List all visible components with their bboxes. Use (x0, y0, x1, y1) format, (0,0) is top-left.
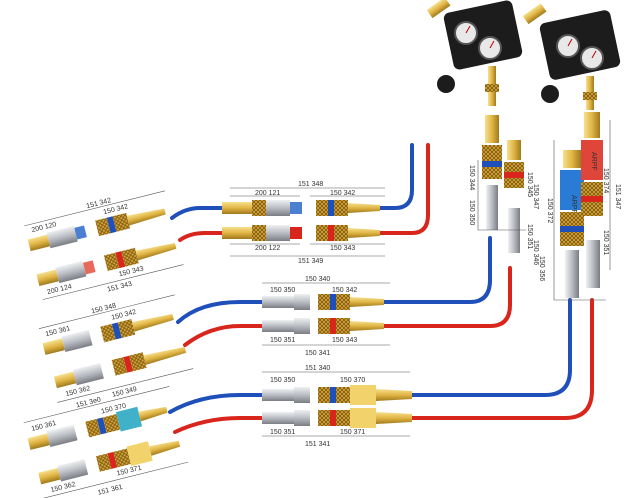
vertical-labels: 150 344 150 345 150 350 150 351 150 347 … (468, 165, 621, 281)
label-v3: 150 350 (468, 200, 475, 225)
oxygen-hose-bottom (410, 298, 572, 397)
fuel-hose-middle (382, 266, 512, 328)
left-group-3: 151 3e0 150 361 150 370 150 362 150 371 … (23, 386, 189, 498)
fuel-hose-top-left (178, 231, 224, 242)
label-150-342-b: 150 342 (332, 287, 357, 294)
label-150-342-d: 150 342 (111, 309, 137, 322)
label-150-342-a: 150 342 (330, 190, 355, 197)
label-151-341: 151 341 (305, 441, 330, 448)
coupling-row-middle: 150 340 150 350 150 342 150 351 150 343 … (262, 276, 390, 357)
label-v11: 151 347 (614, 184, 621, 209)
label-v5: 150 347 (532, 184, 539, 209)
label-150-343-a: 150 343 (330, 245, 355, 252)
fuel-hose-top (378, 143, 430, 235)
arrow-badge-1: ARPF (570, 195, 577, 214)
label-200-124: 200 124 (46, 283, 72, 296)
label-v6: 150 346 (532, 240, 539, 265)
oxygen-hose-bottom-left (168, 393, 264, 414)
label-200-121: 200 121 (255, 190, 280, 197)
oxygen-hose-middle-left (176, 300, 264, 324)
hoses (168, 143, 594, 434)
label-151-340: 151 340 (305, 365, 330, 372)
left-group-1: 151 342 200 120 150 342 200 124 150 343 … (24, 190, 184, 300)
label-150-340: 150 340 (305, 276, 330, 283)
label-151-3e0: 151 3e0 (75, 396, 101, 409)
label-150-371-a: 150 371 (340, 429, 365, 436)
regulator-right (522, 3, 621, 110)
vertical-fittings: ARPF ARPF (477, 112, 611, 301)
oxygen-hose-middle (382, 236, 492, 304)
label-151-349: 151 349 (298, 258, 323, 265)
oxygen-hose-top-left (170, 206, 224, 220)
coupling-row-bottom: 151 340 150 350 150 370 150 351 150 371 … (262, 365, 412, 448)
label-v7: 150 356 (538, 256, 545, 281)
arrow-badge-2: ARPF (590, 152, 597, 171)
label-151-348: 151 348 (298, 181, 323, 188)
label-150-362-b: 150 362 (50, 481, 76, 494)
coupling-row-top: 151 348 200 121 150 342 200 122 150 343 … (222, 181, 385, 265)
left-group-2: 150 348 150 361 150 342 150 362 150 349 (38, 294, 194, 403)
fuel-hose-middle-left (183, 324, 264, 347)
label-150-351-b: 150 351 (270, 429, 295, 436)
fuel-hose-bottom-left (173, 416, 264, 434)
label-v9: 150 374 (602, 168, 609, 193)
oxygen-hose-top (378, 143, 414, 210)
label-150-350-b: 150 350 (270, 377, 295, 384)
label-150-370-a: 150 370 (340, 377, 365, 384)
label-150-351-a: 150 351 (270, 337, 295, 344)
label-v1: 150 344 (468, 165, 475, 190)
label-150-341: 150 341 (305, 350, 330, 357)
label-v10: 150 351 (602, 230, 609, 255)
label-150-343-b: 150 343 (332, 337, 357, 344)
label-150-362-a: 150 362 (65, 385, 91, 398)
label-v8: 150 372 (546, 198, 553, 223)
label-200-122: 200 122 (255, 245, 280, 252)
label-150-350-a: 150 350 (270, 287, 295, 294)
label-v2: 150 345 (526, 172, 533, 197)
fuel-hose-bottom (410, 298, 594, 420)
label-v4: 150 351 (526, 224, 533, 249)
regulator-left (426, 0, 523, 106)
label-151-361: 151 361 (97, 484, 123, 497)
